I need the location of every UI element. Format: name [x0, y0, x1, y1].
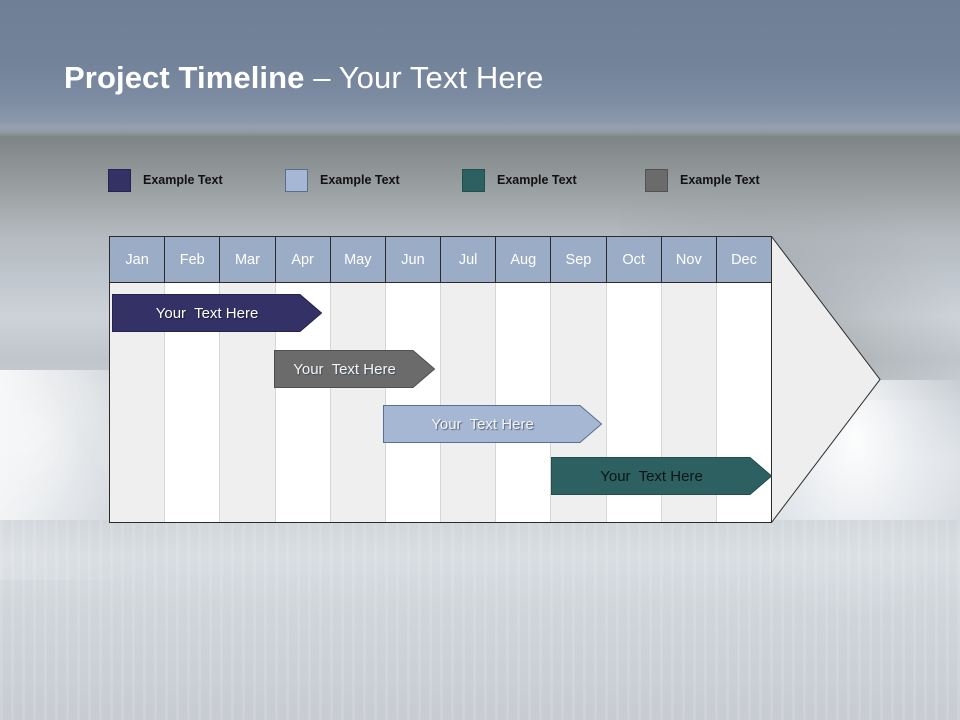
month-header-cell[interactable]: Nov — [662, 237, 717, 282]
legend-item[interactable]: Example Text — [462, 166, 577, 194]
task-arrow-shape — [112, 294, 322, 332]
month-header-cell[interactable]: Oct — [607, 237, 662, 282]
legend-label: Example Text — [143, 173, 223, 187]
page-title-bold: Project Timeline — [64, 60, 305, 95]
timeline-arrow-tip — [771, 235, 881, 524]
timeline-task-bar[interactable]: Your Text Here — [112, 294, 322, 332]
task-label: Your Text Here — [293, 360, 396, 378]
month-header-cell[interactable]: Dec — [731, 251, 757, 268]
legend-swatch — [285, 168, 308, 192]
task-arrow-shape — [383, 405, 602, 443]
background-water-reflection — [0, 520, 960, 720]
task-label: Your Text Here — [155, 304, 259, 322]
month-header-cell[interactable]: Jun — [386, 237, 442, 282]
month-header-cell[interactable]: Sep — [551, 237, 607, 282]
task-label: Your Text Here — [600, 467, 703, 485]
month-header-cell[interactable]: Feb — [165, 237, 221, 282]
legend: Example Text Example Text Example Text Exam… — [108, 166, 828, 196]
legend-swatch — [108, 168, 131, 192]
page-title: Project Timeline – Your Text Here — [64, 60, 543, 96]
month-header-cell[interactable]: Jul — [441, 237, 497, 282]
legend-item[interactable]: Example Text — [108, 166, 223, 194]
timeline-task-bar[interactable]: Your Text Here — [383, 405, 602, 443]
legend-label: Example Text — [680, 173, 760, 187]
timeline-column — [441, 283, 497, 522]
legend-item[interactable]: Example Text — [285, 166, 400, 194]
month-header-cell[interactable]: May — [331, 237, 386, 282]
month-header-cell[interactable]: Jan — [110, 237, 166, 282]
legend-label: Example Text — [320, 173, 400, 187]
task-arrow-shape — [274, 350, 435, 388]
task-arrow-shape — [551, 457, 772, 495]
month-header-cell[interactable]: Mar — [220, 237, 276, 282]
task-label: Your Text Here — [431, 415, 534, 433]
timeline-task-bar[interactable]: Your Text Here — [551, 457, 772, 495]
timeline-column — [330, 283, 386, 522]
timeline-column — [496, 283, 552, 522]
month-header-cell[interactable]: Aug — [496, 237, 552, 282]
page-title-rest: – Your Text Here — [304, 60, 544, 95]
legend-label: Example Text — [497, 173, 577, 187]
legend-swatch — [645, 168, 668, 192]
background-water-streaks — [0, 520, 960, 720]
legend-swatch — [462, 168, 485, 192]
timeline-column — [385, 283, 442, 522]
timeline-task-bar[interactable]: Your Text Here — [274, 350, 435, 388]
legend-item[interactable]: Example Text — [645, 166, 760, 194]
month-header-cell[interactable]: Apr — [276, 237, 331, 282]
